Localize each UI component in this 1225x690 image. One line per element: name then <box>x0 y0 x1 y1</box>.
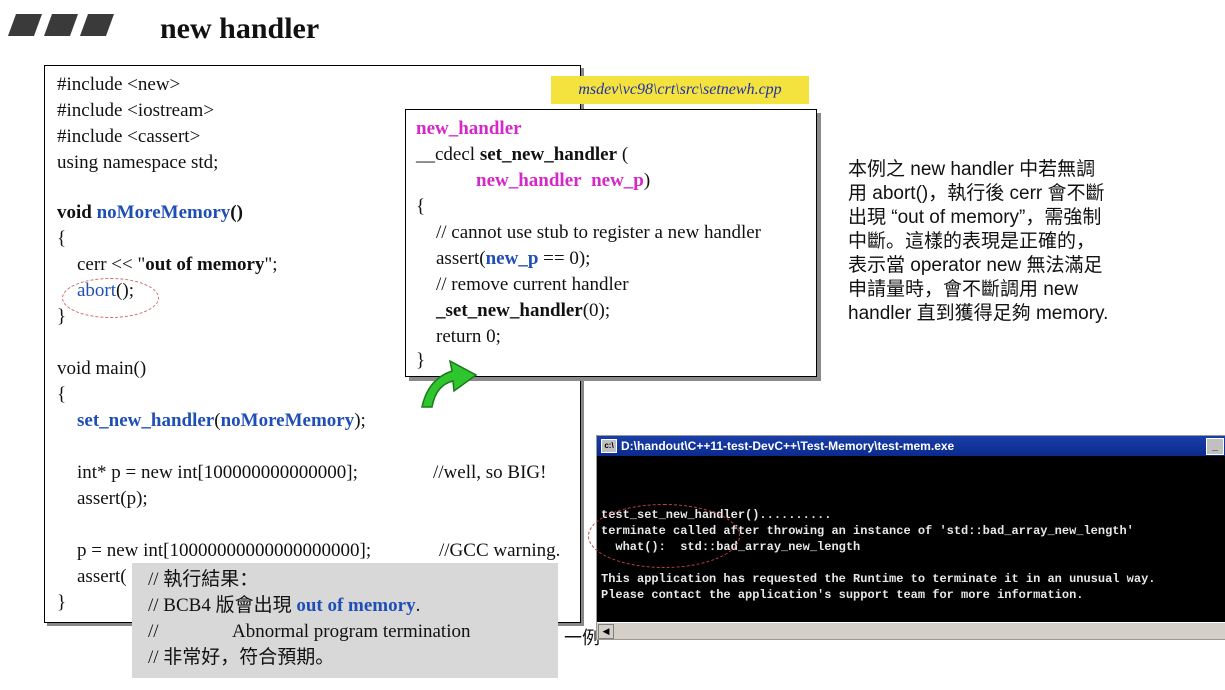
code-comment: //well, so BIG! <box>433 462 547 483</box>
code-line: } <box>57 306 67 327</box>
code-line: #include <cassert> <box>57 126 201 147</box>
code-token: noMoreMemory <box>96 202 231 223</box>
result-token: . <box>415 595 421 616</box>
code-token: (0); <box>582 300 611 321</box>
code-line: // remove current handler <box>436 274 629 295</box>
title-decoration-icon <box>43 14 79 36</box>
set-new-handler-code-box: new_handler __cdecl set_new_handler ( ne… <box>405 109 817 377</box>
title-decoration-icon <box>79 14 115 36</box>
result-line: // 執行結果： <box>148 569 259 590</box>
note-line: 申請量時，會不斷調用 new <box>848 279 1079 300</box>
result-comment-box: // 執行結果： // BCB4 版會出現 out of memory. // … <box>132 563 558 678</box>
result-line: // <box>148 621 159 642</box>
result-line: Abnormal program termination <box>232 621 471 642</box>
result-line: // 非常好，符合預期。 <box>148 647 335 668</box>
code-token: ) <box>643 170 651 191</box>
title-decoration-icon <box>7 14 43 36</box>
code-line: { <box>416 196 426 217</box>
code-token: set_new_handler <box>479 144 618 165</box>
code-line: assert(p); <box>77 488 148 509</box>
code-token: "; <box>264 254 278 275</box>
code-token: noMoreMemory <box>220 410 355 431</box>
code-line: _set_new_handler(0); <box>436 300 610 322</box>
code-token: __cdecl <box>416 144 480 165</box>
console-app-icon: c:\ <box>601 439 617 453</box>
code-token: ( <box>214 410 221 431</box>
code-token: () <box>230 202 243 223</box>
code-line: } <box>416 350 426 371</box>
code-line: __cdecl set_new_handler ( <box>416 144 628 166</box>
code-line: { <box>57 228 67 249</box>
code-token: assert( <box>436 248 486 269</box>
code-line: // cannot use stub to register a new han… <box>436 222 762 243</box>
code-line: #include <iostream> <box>57 100 215 121</box>
horizontal-scrollbar[interactable]: ◀ <box>597 622 1225 639</box>
source-file-label: msdev\vc98\crt\src\setnewh.cpp <box>551 76 809 104</box>
code-token: ( <box>617 144 629 165</box>
note-line: 表示當 operator new 無法滿足 <box>848 255 1103 276</box>
code-token: new_p <box>591 170 644 191</box>
slide-title-bar: new handler <box>7 10 608 46</box>
console-line: Please contact the application's support… <box>601 588 1084 602</box>
note-line: 出現 “out of memory”，需強制 <box>848 207 1102 228</box>
hidden-text-fragment: 一例 <box>564 628 600 648</box>
code-line: new_handler new_p) <box>476 170 650 192</box>
code-line: void main() <box>57 358 147 379</box>
code-line: void noMoreMemory() <box>57 202 243 224</box>
code-line: new_handler <box>416 118 522 139</box>
note-line: 本例之 new handler 中若無調 <box>848 159 1096 180</box>
code-token: new_handler <box>476 170 582 191</box>
slide-title: new handler <box>160 12 320 45</box>
code-line: assert( <box>77 566 127 587</box>
code-line: return 0; <box>436 326 501 347</box>
code-line: int* p = new int[100000000000000]; <box>77 462 358 483</box>
code-line: set_new_handler(noMoreMemory); <box>77 410 366 432</box>
console-titlebar[interactable]: c:\ D:\handout\C++11-test-DevC++\Test-Me… <box>597 436 1225 456</box>
scroll-left-arrow-icon[interactable]: ◀ <box>598 624 614 639</box>
code-line: } <box>57 592 67 613</box>
code-token: cerr << " <box>77 254 146 275</box>
code-token: set_new_handler <box>77 410 215 431</box>
code-token: void <box>57 202 97 223</box>
code-token: == 0); <box>538 248 591 269</box>
code-line: #include <new> <box>57 74 181 95</box>
code-line: cerr << "out of memory"; <box>77 254 278 276</box>
result-token: // BCB4 版會出現 <box>148 595 297 616</box>
result-line: // BCB4 版會出現 out of memory. <box>148 595 420 617</box>
abort-highlight-ellipse <box>62 278 159 318</box>
curved-arrow-icon <box>421 359 478 408</box>
code-token: _set_new_handler <box>436 300 583 321</box>
code-line: p = new int[10000000000000000000]; <box>77 540 372 561</box>
minimize-button[interactable]: _ <box>1206 438 1224 455</box>
code-line: assert(new_p == 0); <box>436 248 590 270</box>
result-token: out of memory <box>296 595 416 616</box>
note-line: handler 直到獲得足夠 memory. <box>848 303 1109 324</box>
code-token: new_p <box>485 248 539 269</box>
note-line: 用 abort()，執行後 cerr 會不斷 <box>848 183 1105 204</box>
code-token: ); <box>354 410 366 431</box>
console-highlight-ellipse <box>588 504 740 568</box>
explanation-note: 本例之 new handler 中若無調 用 abort()，執行後 cerr … <box>848 158 1148 326</box>
code-token: out of memory <box>145 254 265 275</box>
console-title: D:\handout\C++11-test-DevC++\Test-Memory… <box>621 439 955 453</box>
console-line: This application has requested the Runti… <box>601 572 1156 586</box>
note-line: 中斷。這樣的表現是正確的， <box>848 231 1096 252</box>
code-line: using namespace std; <box>57 152 219 173</box>
code-line: { <box>57 384 67 405</box>
code-comment: //GCC warning. <box>439 540 561 561</box>
